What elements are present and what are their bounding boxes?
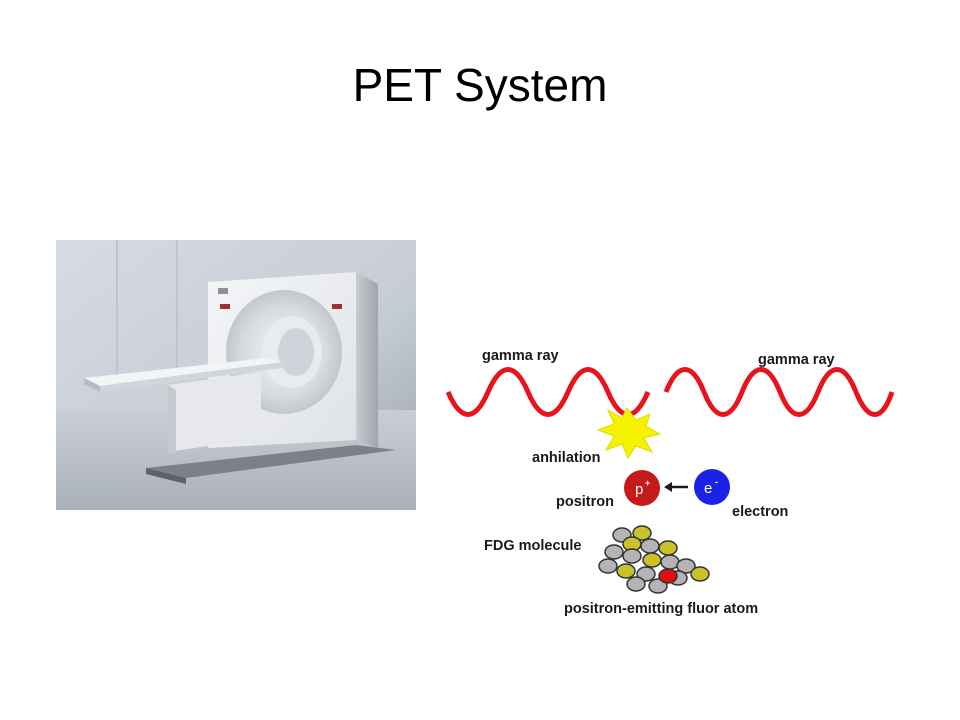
pet-annihilation-diagram: gamma ray gamma ray anhilation p + e - p… — [446, 348, 895, 617]
slide-title: PET System — [352, 59, 608, 111]
fluor-atom-icon — [658, 568, 678, 584]
positron-particle-icon — [624, 470, 660, 506]
fdg-molecule-label: FDG molecule — [484, 538, 582, 554]
pet-scanner-image — [56, 240, 416, 510]
annihilation-label: anhilation — [532, 450, 600, 466]
gamma-ray-wave-left — [446, 367, 651, 417]
gamma-ray-label-right: gamma ray — [758, 352, 835, 368]
fluor-atom-label: positron-emitting fluor atom — [564, 601, 758, 617]
fdg-molecule-icon — [598, 525, 710, 594]
electron-label: electron — [732, 504, 788, 520]
arrow-head-icon — [664, 482, 672, 492]
positron-symbol: p — [635, 481, 643, 498]
positron-charge: + — [645, 478, 650, 488]
electron-particle-icon — [694, 469, 730, 505]
gamma-ray-wave-right — [663, 367, 895, 417]
positron-label: positron — [556, 494, 614, 510]
electron-symbol: e — [704, 480, 712, 497]
gamma-ray-label-left: gamma ray — [482, 348, 559, 364]
annihilation-flash-icon — [596, 407, 662, 460]
electron-charge: - — [715, 477, 718, 487]
